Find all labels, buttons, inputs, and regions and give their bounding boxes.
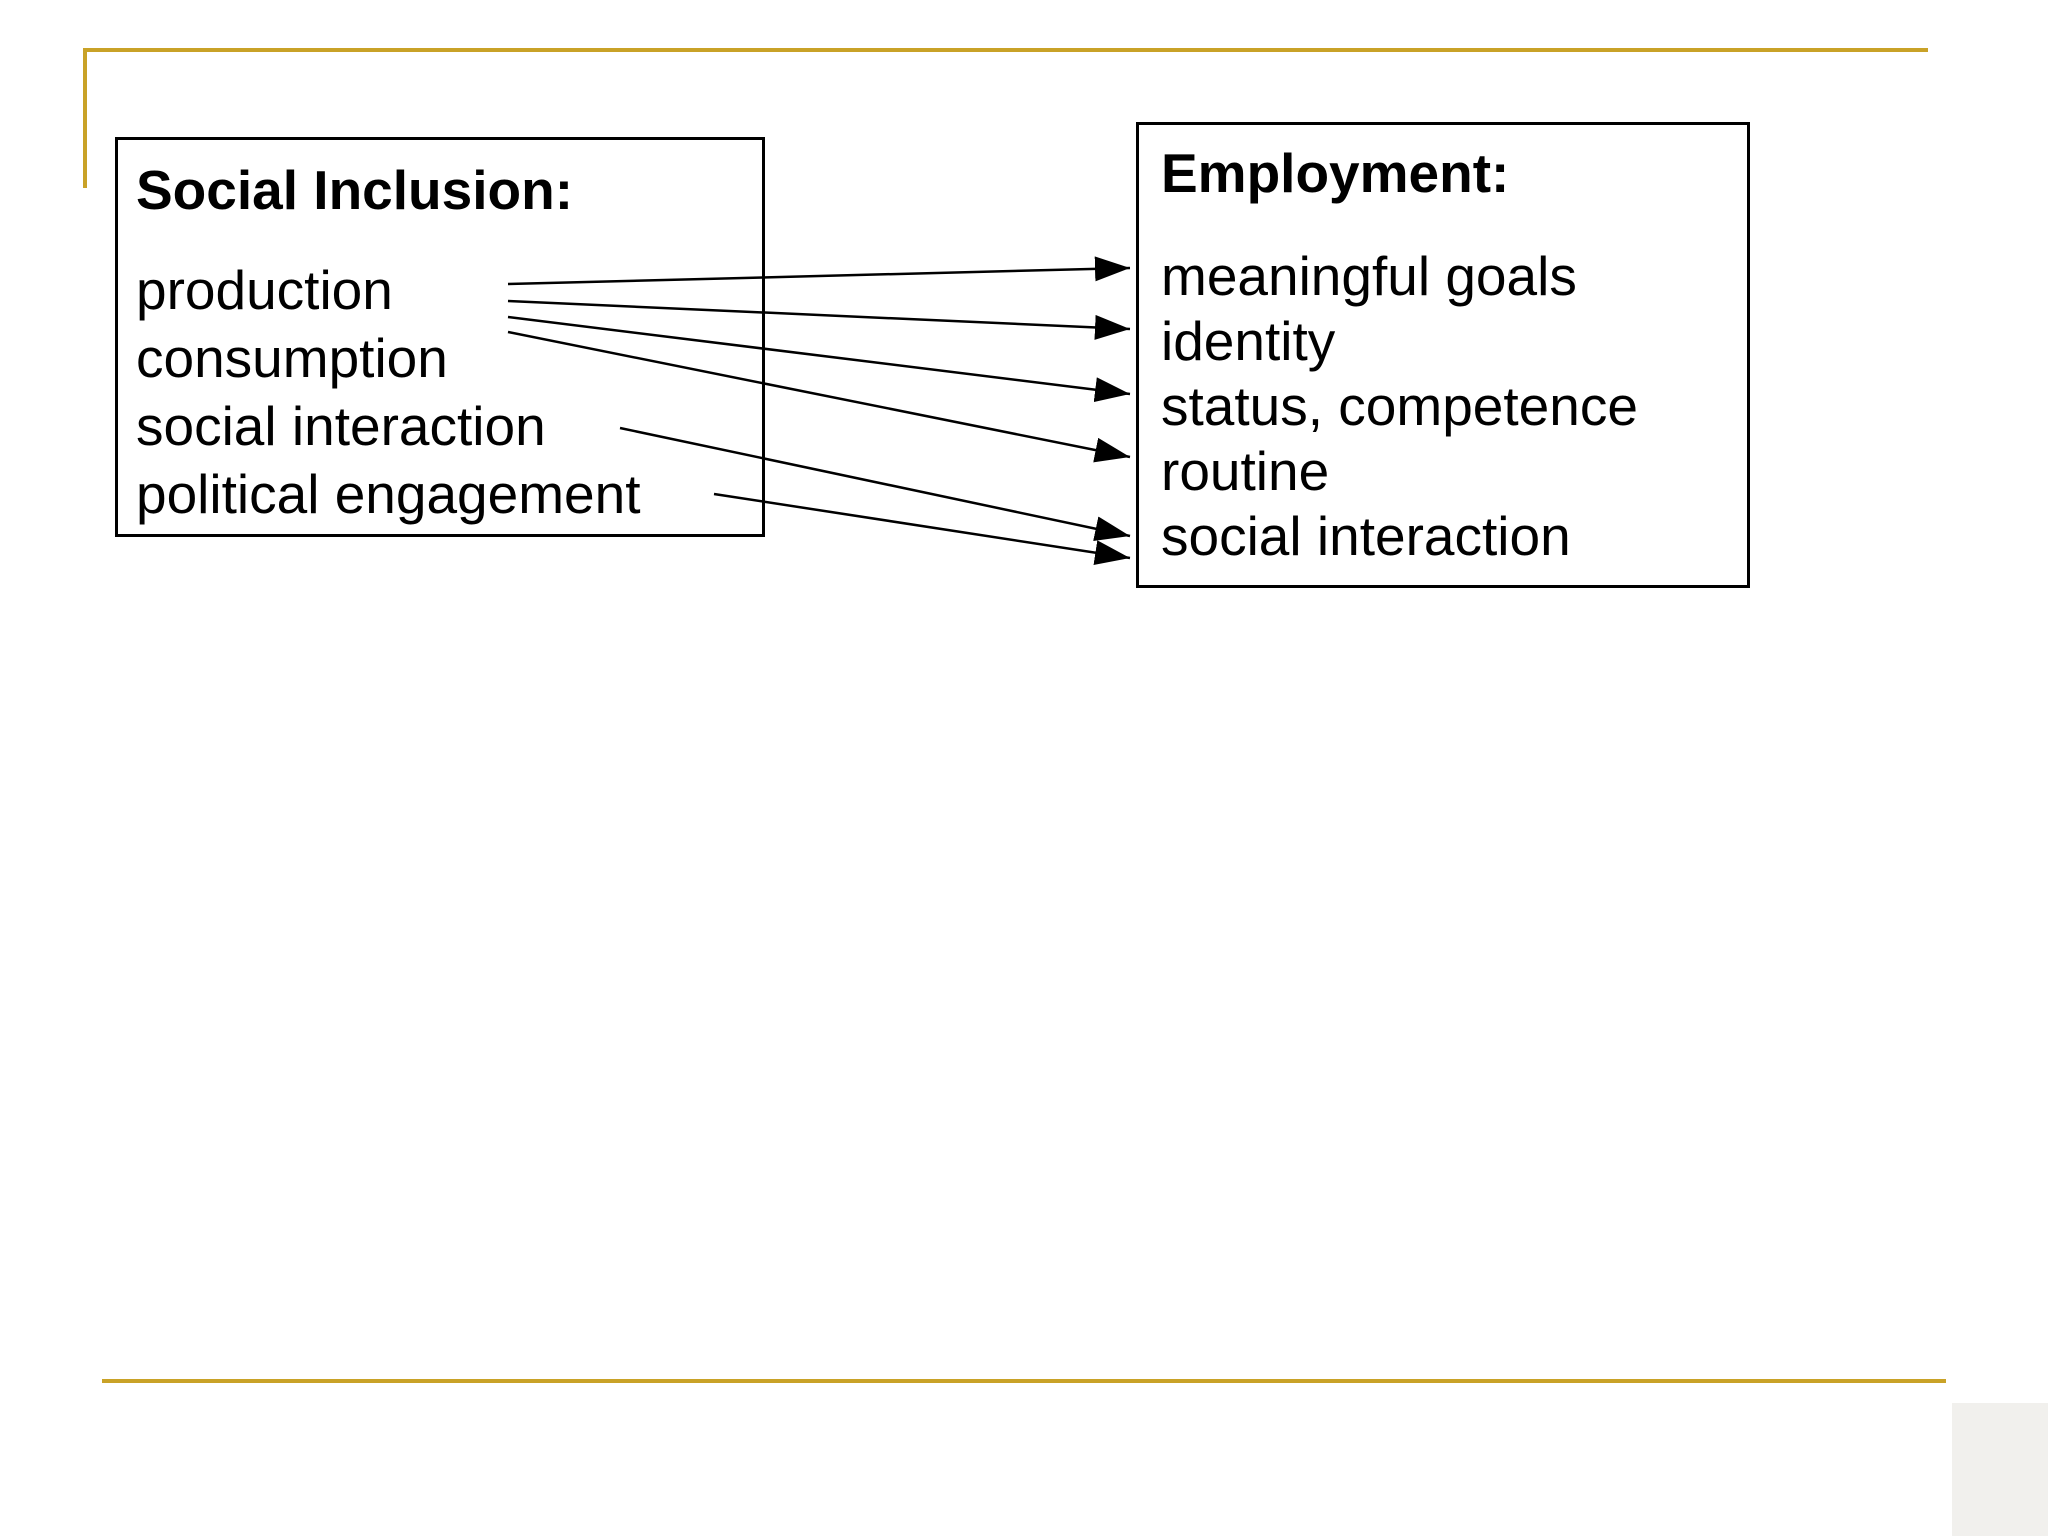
arrow-political-engagement-to-social-interaction — [713, 492, 1131, 566]
social-inclusion-item-production: production — [136, 259, 393, 321]
social-inclusion-item-consumption: consumption — [136, 327, 448, 389]
social-inclusion-item-social-interaction: social interaction — [136, 395, 546, 457]
employment-item-social-interaction: social interaction — [1161, 505, 1571, 567]
accent-bottom-line — [102, 1379, 1946, 1383]
social-inclusion-title: Social Inclusion: — [136, 159, 574, 221]
accent-left-line — [83, 48, 87, 188]
accent-top-line — [83, 48, 1928, 52]
social-inclusion-item-political-engagement: political engagement — [136, 463, 641, 525]
employment-title: Employment: — [1161, 142, 1510, 204]
employment-item-routine: routine — [1161, 440, 1330, 502]
social-inclusion-box: Social Inclusion: production consumption… — [115, 137, 765, 537]
employment-item-status-competence: status, competence — [1161, 375, 1638, 437]
employment-item-meaningful-goals: meaningful goals — [1161, 245, 1577, 307]
social-inclusion-items: production consumption social interactio… — [136, 256, 762, 528]
employment-item-identity: identity — [1161, 310, 1336, 372]
corner-decoration-square — [1952, 1403, 2048, 1536]
employment-box: Employment: meaningful goals identity st… — [1136, 122, 1750, 588]
employment-items: meaningful goals identity status, compet… — [1161, 244, 1747, 569]
